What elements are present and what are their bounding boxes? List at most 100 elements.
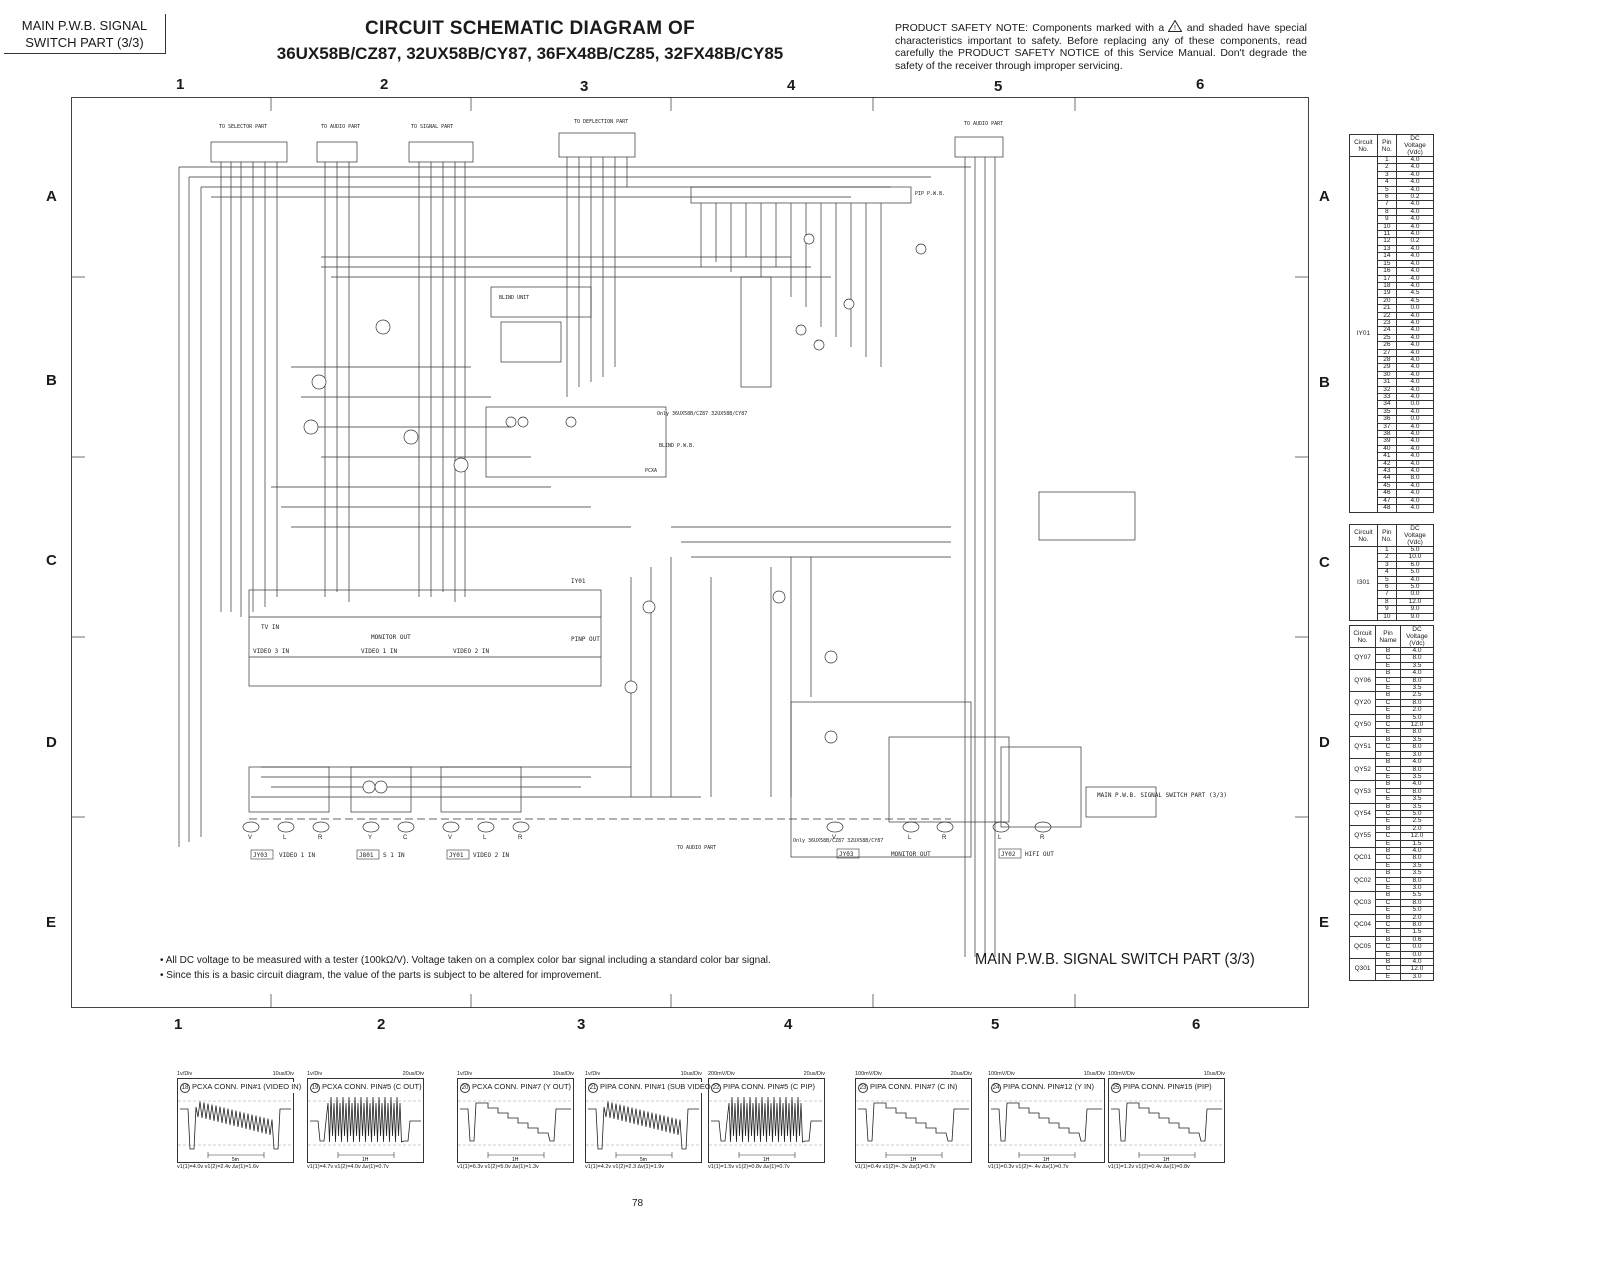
pin-cell: 47 (1376, 496, 1397, 506)
pin-cell: 32 (1376, 385, 1397, 395)
pin-name-cell: C (1375, 832, 1401, 841)
voltage-cell: 4.0 (1395, 504, 1435, 513)
jack1-pin-v: V (248, 835, 252, 841)
voltage-cell: 4.0 (1395, 267, 1435, 276)
waveform-tdiv: 10us/Div (552, 1071, 574, 1077)
circuit-cell: QC01 (1348, 846, 1377, 871)
grid-col-5-bottom: 5 (991, 1016, 1000, 1033)
voltage-cell: 4.0 (1395, 422, 1435, 432)
pin-cell: 10 (1376, 612, 1397, 622)
label-monitor-out-ic: MONITOR OUT (371, 634, 411, 641)
voltage-cell: 3.5 (1399, 869, 1435, 878)
voltage-cell: 4.0 (1395, 407, 1435, 417)
section-tag-line2: SWITCH PART (3/3) (25, 35, 144, 50)
pin-name-cell: E (1375, 795, 1401, 804)
jack1-pin-l: L (283, 835, 287, 841)
label-video3-in: VIDEO 3 IN (253, 648, 290, 655)
waveform-title: PCXA CONN. PIN#1 (VIDEO IN) (192, 1082, 302, 1091)
voltage-cell: 4.5 (1395, 289, 1435, 298)
voltage-cell: 4.0 (1395, 281, 1435, 291)
pin-cell: 29 (1376, 363, 1397, 372)
waveform-vdiv: 1v/Div (177, 1071, 193, 1077)
pin-cell: 45 (1376, 481, 1397, 491)
label-video2-in: VIDEO 2 IN (453, 648, 490, 655)
voltage-cell: 4.0 (1395, 178, 1435, 187)
voltage-cell: 4.0 (1395, 452, 1435, 461)
pin-cell: 30 (1376, 370, 1397, 380)
waveform-readout: v1(1)=4.0v v1(2)=2.4v ∆v(1)=1.6v (177, 1164, 259, 1170)
waveform-readout: v1(1)=4.7v v1(2)=4.0v ∆v(1)=0.7v (307, 1164, 389, 1170)
schematic-diagram: TO SELECTOR PART TO AUDIO PART TO SIGNAL… (71, 97, 1309, 1008)
waveform-title: PIPA CONN. PIN#5 (C PIP) (723, 1082, 815, 1091)
waveform-readout: v1(1)=0.3v v1(2)=-.4v ∆v(1)=0.7v (988, 1164, 1069, 1170)
test-point-number: 24 (991, 1083, 1001, 1093)
voltage-cell: 0.0 (1395, 400, 1435, 409)
voltage-cell: 12.0 (1399, 832, 1435, 841)
table-header-cell: DC Voltage (Vdc) (1399, 625, 1435, 648)
voltage-cell: 4.0 (1395, 437, 1435, 446)
grid-col-4-bottom: 4 (784, 1016, 793, 1033)
waveform-tdiv: 20us/Div (950, 1071, 972, 1077)
safety-note-prefix: PRODUCT SAFETY NOTE: Components marked w… (895, 22, 1165, 34)
jack5-pin-l: L (998, 835, 1002, 841)
waveform-title: PCXA CONN. PIN#7 (Y OUT) (472, 1082, 572, 1091)
jack2-pin-c: C (403, 835, 408, 841)
waveform-vdiv: 1v/Div (585, 1071, 601, 1077)
pin-cell: 36 (1376, 415, 1397, 424)
waveform-tdiv: 10us/Div (1203, 1071, 1225, 1077)
connector-header-signal: TO SIGNAL PART (411, 124, 453, 130)
test-point-number: 21 (588, 1083, 598, 1093)
grid-row-a-left: A (46, 188, 57, 205)
pin-cell: 48 (1376, 504, 1397, 513)
circuit-cell: QY20 (1348, 691, 1377, 715)
voltage-cell: 4.0 (1395, 385, 1435, 395)
page-number: 78 (632, 1198, 644, 1209)
pin-cell: 37 (1376, 422, 1397, 432)
waveform-time: 1H (910, 1157, 917, 1162)
pin-cell: 35 (1376, 407, 1397, 417)
jack2-name: S 1 IN (383, 852, 405, 859)
grid-row-c-left: C (46, 552, 57, 569)
jack3-pin-l: L (483, 835, 487, 841)
jack3-ref: JY01 (449, 852, 464, 859)
voltage-cell: 4.0 (1395, 311, 1435, 320)
label-iy01: IY01 (571, 578, 586, 585)
grid-row-b-right: B (1319, 374, 1330, 391)
waveform-time: 5m (640, 1157, 647, 1162)
test-point-number: 23 (858, 1083, 868, 1093)
svg-text:!: ! (1174, 25, 1176, 32)
voltage-cell: 4.0 (1395, 481, 1435, 491)
waveform-vdiv: 100mV/Div (855, 1071, 882, 1077)
pin-name-cell: B (1375, 758, 1401, 767)
connector-header-deflection: TO DEFLECTION PART (574, 119, 628, 125)
waveform-title: PIPA CONN. PIN#12 (Y IN) (1003, 1082, 1094, 1091)
pin-cell: 28 (1376, 355, 1397, 365)
